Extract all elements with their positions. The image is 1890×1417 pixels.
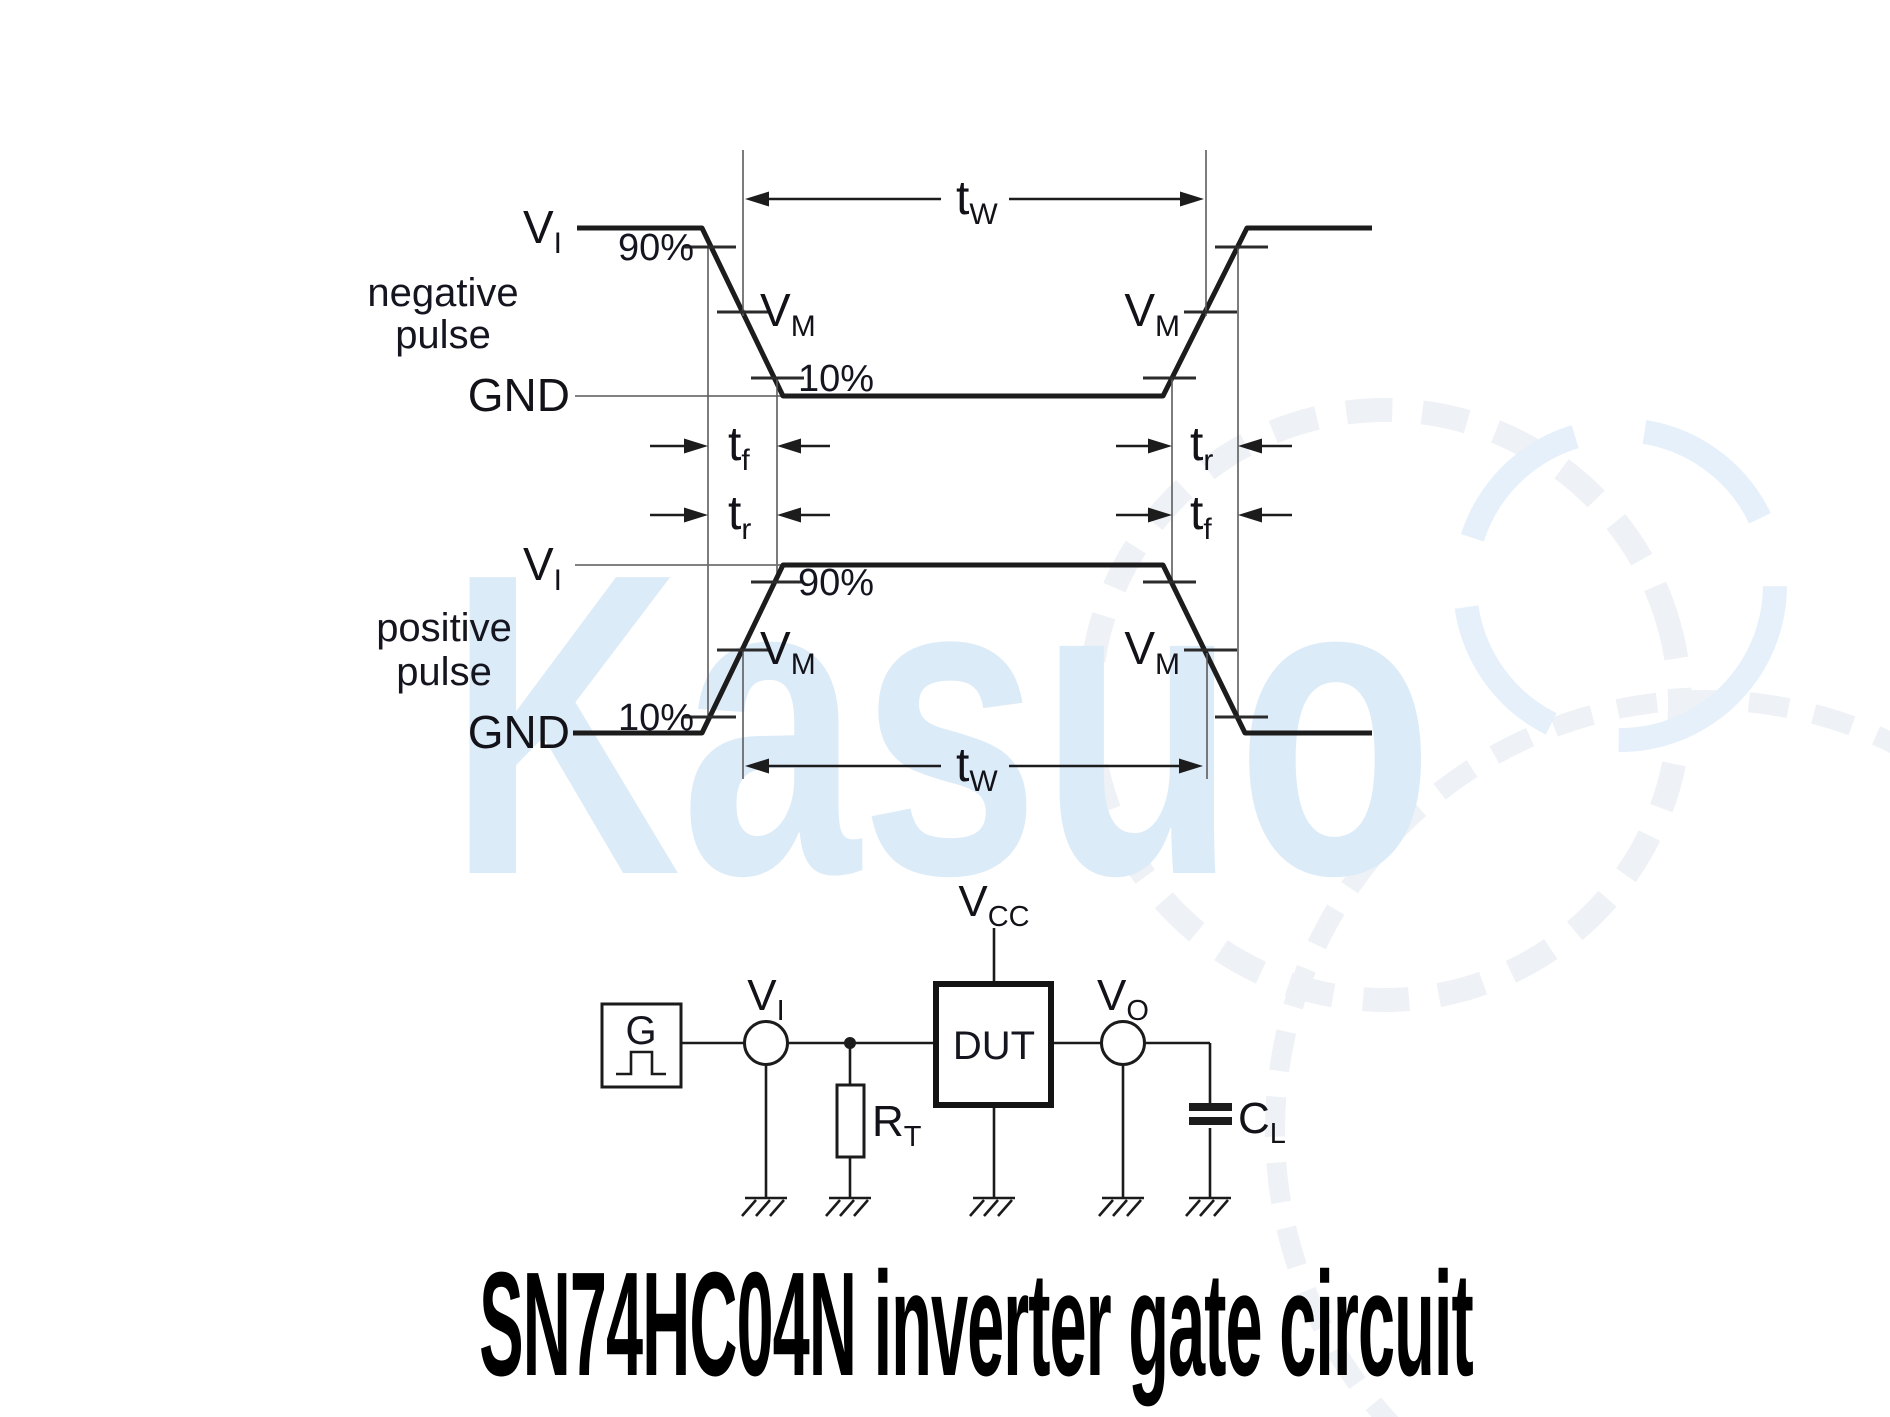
arrow-left-icon [745, 758, 769, 774]
ground-icon [825, 1196, 871, 1217]
arrow-right-icon [1179, 758, 1203, 774]
circuit-wires [681, 928, 1212, 1198]
midpoint-label: VM [1124, 622, 1180, 681]
load-capacitor-label: CL [1238, 1094, 1286, 1150]
pulse-width-label: tW [956, 172, 998, 231]
level-ticks [683, 580, 1268, 719]
waveform-trace [573, 562, 1372, 736]
termination-resistor-label: RT [872, 1097, 922, 1153]
midpoint-label: VM [1124, 284, 1180, 343]
level-10-label: 10% [798, 358, 874, 400]
watermark-arc-icon [1453, 418, 1787, 752]
generator-box [600, 1002, 683, 1089]
ground-icon [1185, 1196, 1231, 1217]
dut-box [933, 981, 1054, 1108]
midpoint-label: VM [760, 622, 816, 681]
negative-pulse-waveform: tW tf tr negative pulse VI 90% VM 10% GN… [367, 150, 1372, 716]
ground-icon [1098, 1196, 1144, 1217]
waveform-caption: negative [367, 271, 518, 315]
arrow-right-icon [1148, 507, 1172, 523]
arrow-left-icon [777, 507, 801, 523]
level-90-label: 90% [618, 227, 694, 269]
ground-icon [741, 1196, 787, 1217]
arrow-left-icon [1238, 507, 1262, 523]
output-probe-icon [1100, 1020, 1146, 1066]
rise-time-label: tr [1190, 418, 1213, 477]
waveform-caption: positive [376, 606, 512, 650]
midpoint-label: VM [760, 284, 816, 343]
arrow-left-icon [777, 438, 801, 454]
output-probe-label: VO [1097, 971, 1149, 1027]
dut-label: DUT [953, 1024, 1035, 1068]
watermark-ring-icon [1078, 398, 1692, 1012]
positive-pulse-waveform: tr tf tW positive pulse VI 10% VM 90% GN… [376, 487, 1372, 798]
arrow-right-icon [684, 507, 708, 523]
gnd-label: GND [468, 369, 570, 421]
level-10-label: 10% [618, 697, 694, 739]
rise-time-label: tr [728, 487, 751, 546]
fall-time-dimension: tf [1116, 487, 1292, 546]
input-probe-label: VI [747, 971, 784, 1027]
pulse-icon [616, 1050, 666, 1076]
rise-time-dimension: tr [1116, 418, 1292, 477]
fall-time-label: tf [1190, 487, 1212, 546]
input-probe-icon [743, 1020, 789, 1066]
pulse-width-dimension: tW [745, 172, 1204, 231]
watermark-text: Kasuo [448, 484, 1434, 965]
level-90-label: 90% [798, 562, 874, 604]
arrow-right-icon [684, 438, 708, 454]
gnd-label: GND [468, 706, 570, 758]
pulse-width-label: tW [956, 739, 998, 798]
junction-dot [844, 1037, 856, 1049]
pulse-width-dimension: tW [745, 739, 1203, 798]
load-capacitor [1189, 1103, 1232, 1125]
fall-time-label: tf [728, 418, 750, 477]
input-level-label: VI [523, 538, 562, 597]
arrow-left-icon [1238, 438, 1262, 454]
rise-time-dimension: tr [650, 487, 830, 546]
fall-time-dimension: tf [650, 418, 830, 477]
generator-label: G [625, 1009, 656, 1053]
waveform-caption: pulse [395, 313, 491, 357]
termination-resistor [835, 1083, 866, 1159]
supply-label: VCC [958, 877, 1029, 933]
arrow-right-icon [1148, 438, 1172, 454]
waveform-caption: pulse [396, 650, 492, 694]
level-ticks [683, 245, 1268, 380]
waveform-trace [577, 225, 1372, 399]
arrow-left-icon [745, 191, 769, 207]
ground-icon [969, 1196, 1015, 1217]
watermark-ring2-icon [1265, 690, 1890, 1417]
test-circuit: G VI RT DUT VCC VO CL [600, 877, 1286, 1217]
arrow-right-icon [1180, 191, 1204, 207]
page-title: SN74HC04N inverter gate circuit [479, 1242, 1473, 1407]
input-level-label: VI [523, 201, 562, 260]
